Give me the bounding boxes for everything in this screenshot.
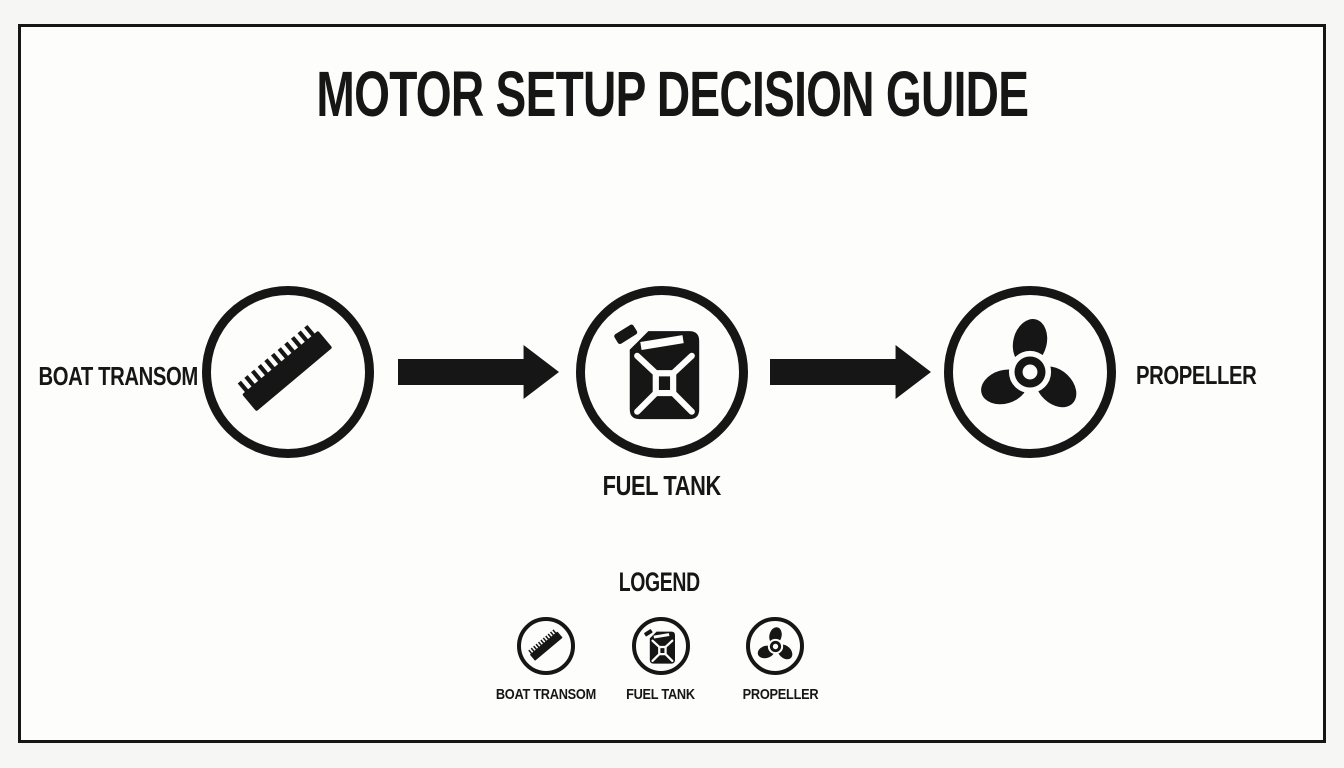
legend-title: LOGEND (618, 567, 700, 597)
node-label-boat-transom: BOAT TRANSOM (38, 361, 198, 391)
flow-arrow-1 (398, 345, 559, 399)
propeller-icon (969, 315, 1091, 420)
node-label-propeller: PROPELLER (1135, 360, 1257, 390)
ruler-icon (526, 627, 563, 661)
legend-label-boat-transom: BOAT TRANSOM (495, 686, 597, 703)
legend-label-fuel-tank: FUEL TANK (625, 686, 695, 703)
propeller-icon (753, 625, 797, 664)
diagram-title: MOTOR SETUP DECISION GUIDE (0, 62, 1344, 126)
legend-label-propeller: PROPELLER (742, 686, 818, 703)
fuel-can-icon (641, 626, 676, 665)
legend-item-fuel-tank (632, 617, 690, 675)
ruler-icon (234, 322, 333, 412)
node-label-fuel-tank: FUEL TANK (602, 470, 722, 501)
node-propeller (944, 286, 1116, 458)
diagram-title-text: MOTOR SETUP DECISION GUIDE (316, 58, 1029, 130)
fuel-can-icon (600, 310, 724, 434)
legend-item-propeller (746, 617, 804, 675)
node-boat-transom (202, 286, 374, 458)
node-fuel-tank (576, 286, 748, 458)
flow-arrow-2 (770, 345, 931, 399)
legend-item-boat-transom (517, 617, 575, 675)
